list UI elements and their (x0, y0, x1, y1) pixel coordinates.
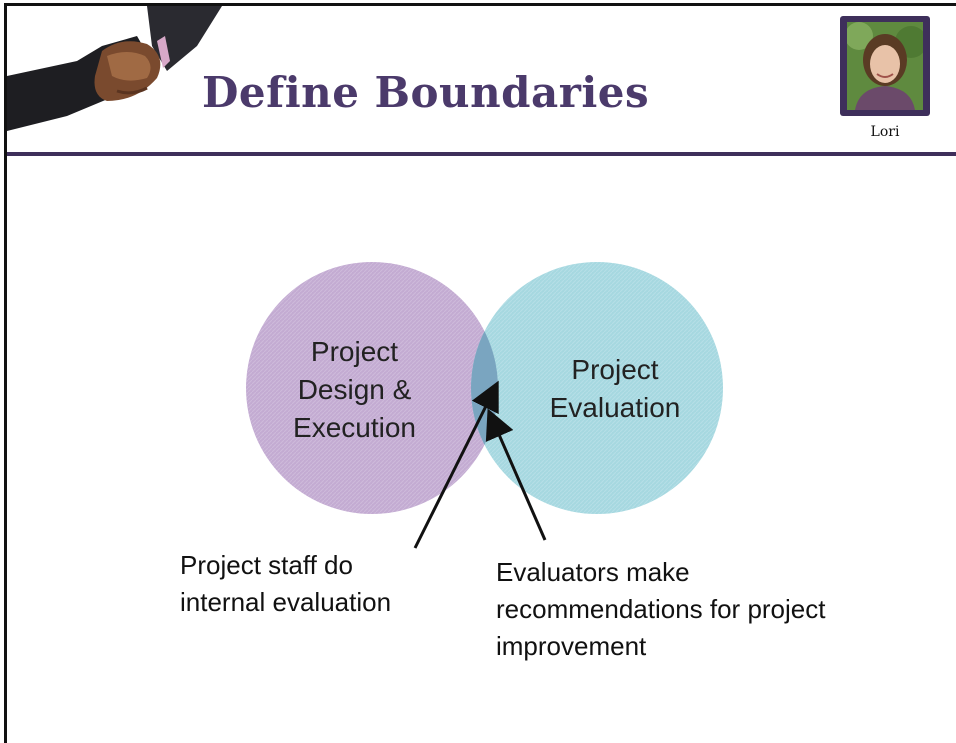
left-callout: Project staff do internal evaluation (180, 550, 392, 617)
presenter-portrait-image (847, 22, 923, 110)
venn-diagram (246, 262, 723, 549)
title-divider (7, 152, 956, 156)
handshake-image (7, 6, 222, 131)
slide-title: Define Boundaries (202, 68, 650, 117)
presenter-name: Lori (870, 124, 900, 140)
slide-frame (4, 3, 956, 743)
left-circle-label: Project Design & Execution (293, 336, 416, 443)
right-circle-label: Project Evaluation (549, 354, 681, 423)
right-callout: Evaluators make recommendations for proj… (496, 557, 826, 661)
right-callout-arrow (485, 408, 547, 541)
presenter-photo (840, 16, 930, 116)
left-callout-arrow (413, 380, 499, 549)
